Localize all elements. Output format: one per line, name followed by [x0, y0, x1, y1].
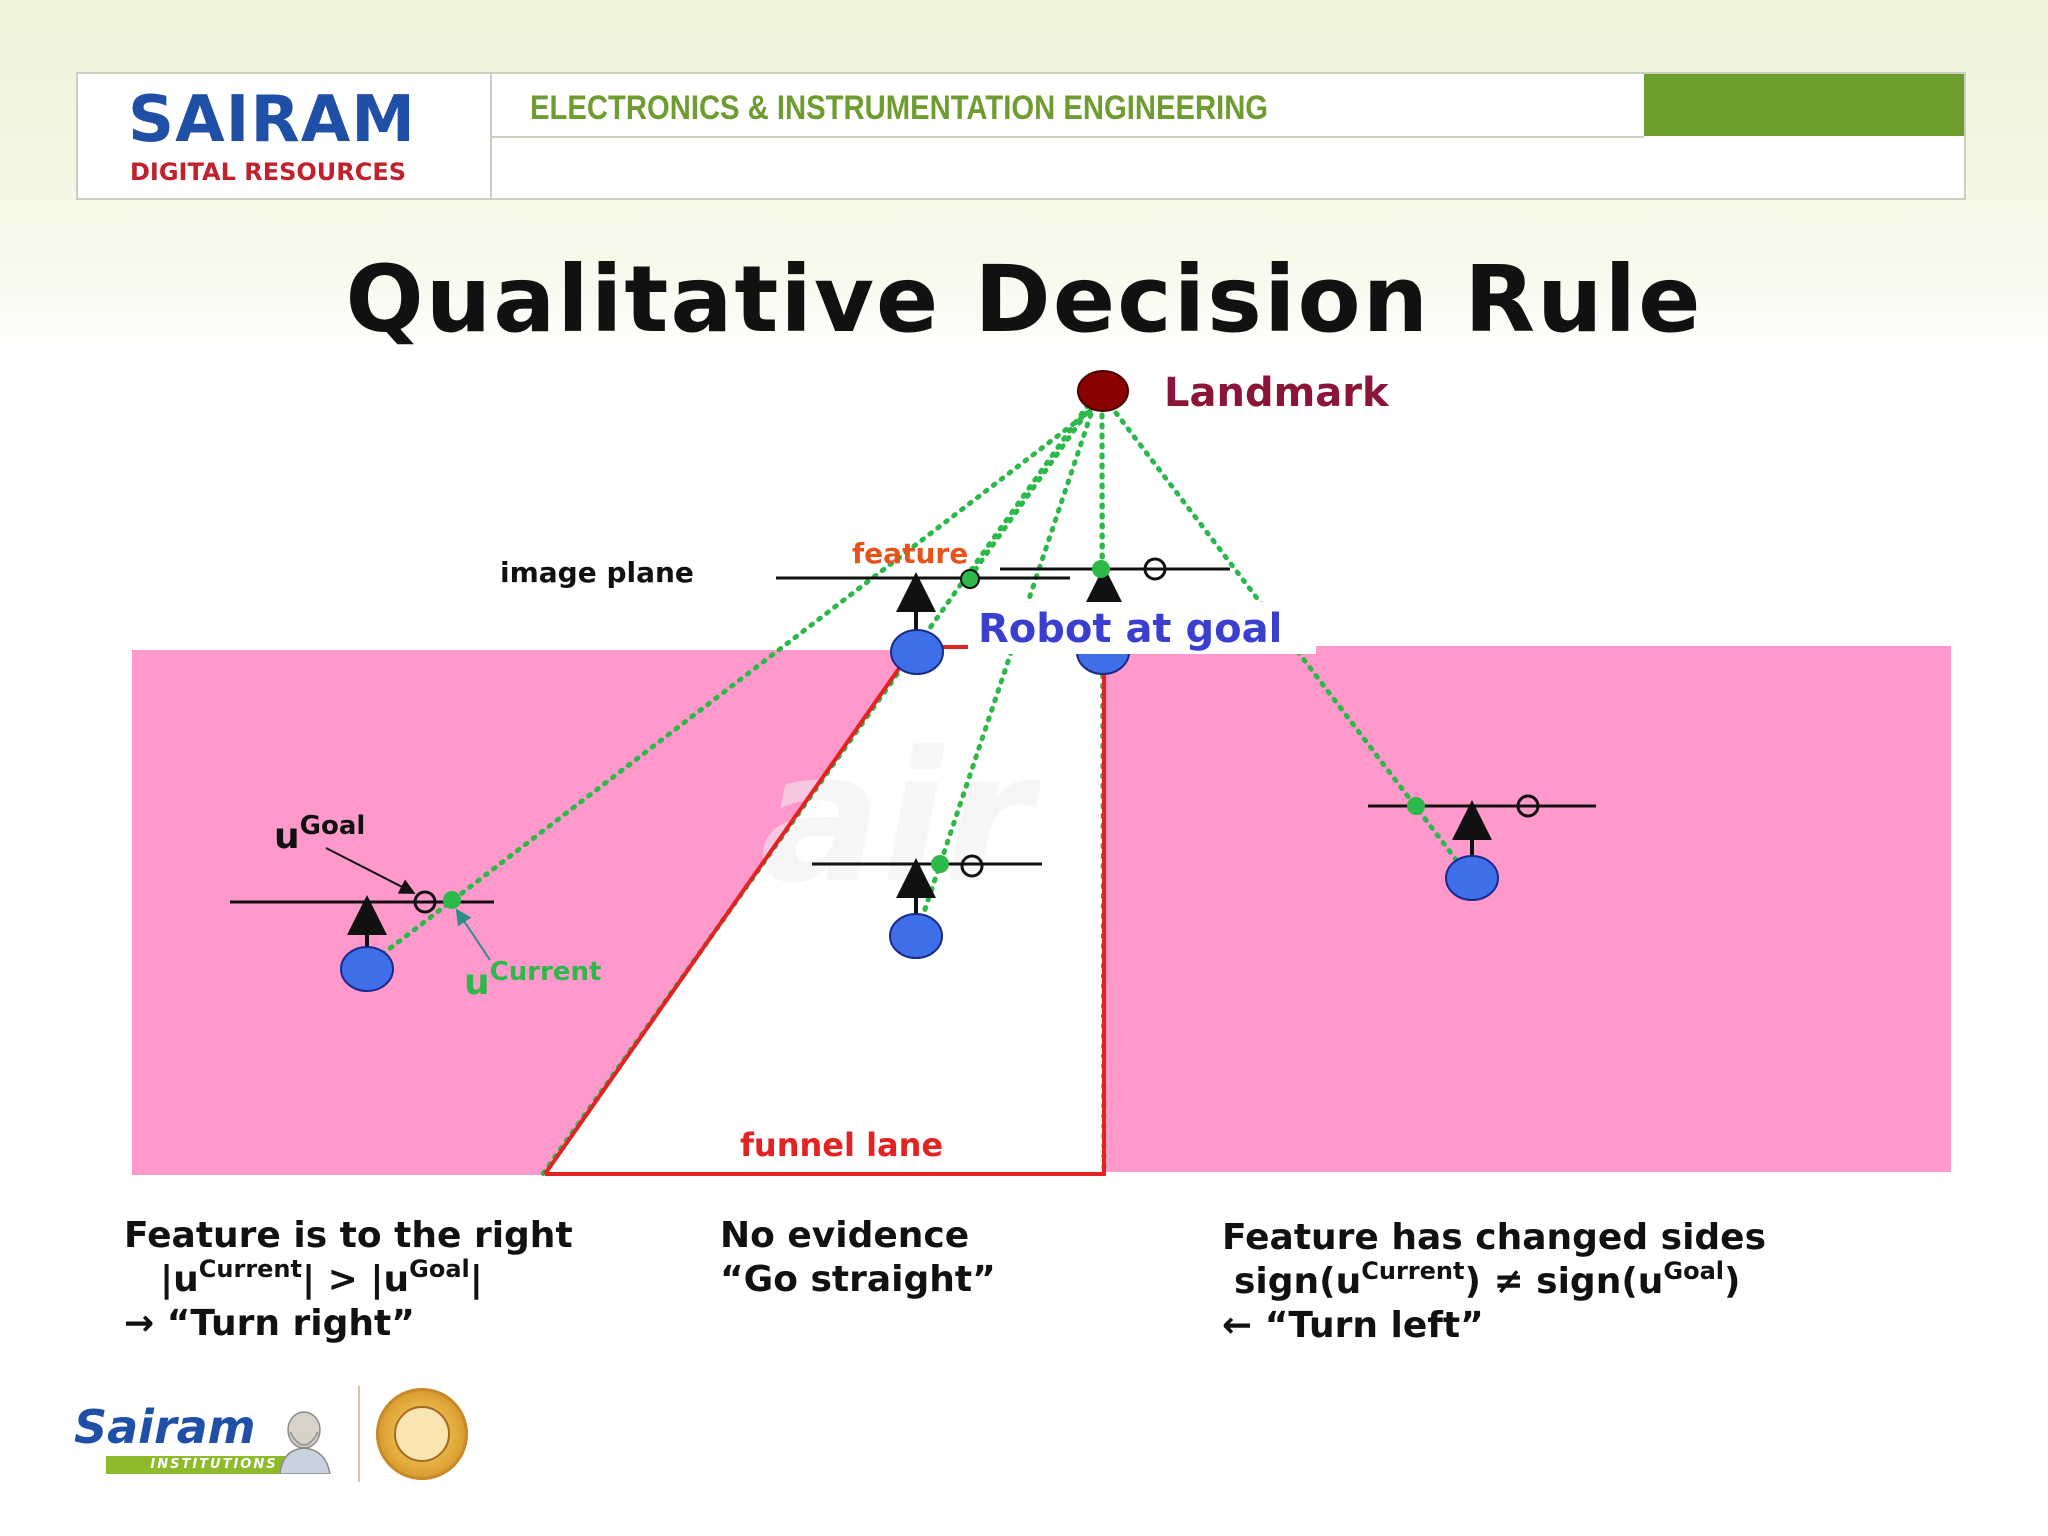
header-divider	[492, 136, 1644, 138]
footer-logo-tag: INSTITUTIONS	[106, 1456, 322, 1474]
department-title: ELECTRONICS & INSTRUMENTATION ENGINEERIN…	[530, 89, 1269, 127]
caption-left-line2: |uCurrent| > |uGoal|	[160, 1255, 483, 1300]
u-goal-base: u	[274, 816, 300, 857]
caption-right-line2: sign(uCurrent) ≠ sign(uGoal)	[1234, 1257, 1741, 1302]
institution-seal-icon	[376, 1388, 468, 1480]
landmark-marker	[1077, 370, 1129, 412]
goal-robot-start	[776, 569, 1070, 675]
ray-to-robot-right	[1107, 402, 1473, 881]
robot-middle	[812, 854, 1042, 959]
funnel-lane-area	[545, 647, 1106, 1174]
robot-left	[230, 847, 494, 992]
caption-left-line3: → “Turn right”	[124, 1303, 415, 1344]
image-plane-label: image plane	[500, 556, 694, 589]
caption-left-line1: Feature is to the right	[124, 1215, 573, 1256]
u-current-sup: Current	[490, 957, 602, 987]
u-goal-sup: Goal	[300, 811, 366, 841]
footer-separator	[358, 1386, 360, 1482]
right-zone	[1105, 646, 1951, 1172]
funnel-lane-label: funnel lane	[740, 1126, 943, 1164]
ray-to-robot-left	[364, 402, 1101, 969]
slide-title: Qualitative Decision Rule	[345, 246, 1703, 353]
brand-name: SAIRAM	[128, 83, 416, 157]
caption-middle-line2: “Go straight”	[720, 1259, 996, 1300]
watermark: air	[760, 714, 1042, 923]
caption-middle-line1: No evidence	[720, 1215, 970, 1256]
caption-right-line1: Feature has changed sides	[1222, 1217, 1767, 1258]
brand-subtitle: DIGITAL RESOURCES	[130, 158, 407, 186]
caption-turn-right: Feature is to the right |uCurrent| > |uG…	[124, 1214, 573, 1346]
ray-to-feature-top-left	[965, 402, 1095, 583]
seal-portrait	[394, 1406, 450, 1462]
sairam-institutions-logo: Sairam INSTITUTIONS	[72, 1400, 352, 1480]
u-current-base: u	[464, 962, 490, 1003]
caption-go-straight: No evidence “Go straight”	[720, 1214, 996, 1302]
caption-right-line3: ← “Turn left”	[1222, 1305, 1484, 1346]
ray-to-robot-middle	[913, 402, 1097, 939]
landmark-label: Landmark	[1164, 370, 1390, 416]
u-goal-label: uGoal	[274, 811, 365, 857]
feature-label: feature	[852, 537, 968, 570]
robot-right	[1368, 794, 1596, 901]
footer-logo-word: Sairam	[74, 1400, 256, 1454]
caption-turn-left: Feature has changed sides sign(uCurrent)…	[1222, 1216, 1766, 1348]
robot-at-goal-label: Robot at goal	[978, 606, 1282, 652]
brand-logo: SAIRAM DIGITAL RESOURCES	[78, 74, 492, 198]
accent-bar	[1644, 74, 1964, 136]
founder-portrait-icon	[279, 1411, 331, 1474]
u-current-label: uCurrent	[464, 957, 601, 1003]
robot-at-goal-label-bg	[968, 602, 1316, 654]
header-banner: SAIRAM DIGITAL RESOURCES ELECTRONICS & I…	[76, 72, 1966, 200]
